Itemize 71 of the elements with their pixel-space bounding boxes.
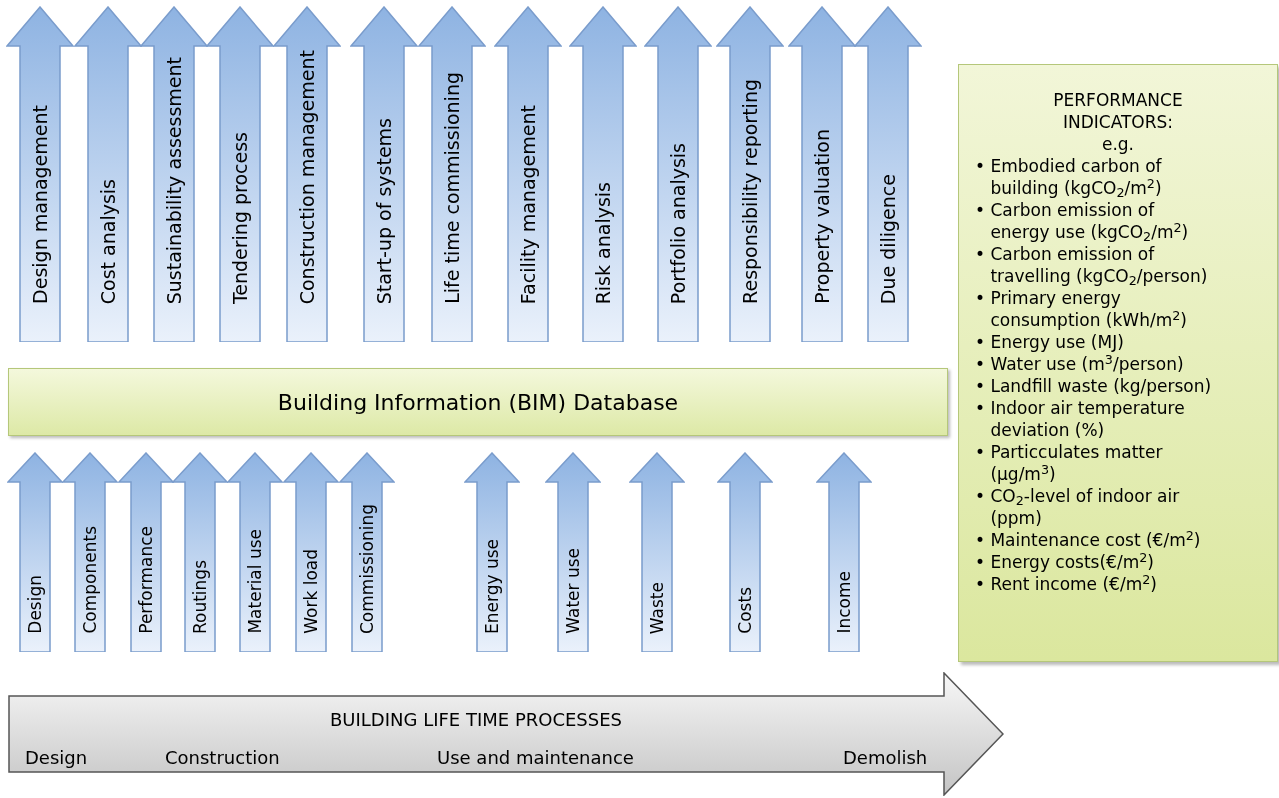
arrow-label: Income xyxy=(835,571,853,634)
arrow-label: Risk analysis xyxy=(593,181,613,304)
upward-pointer-shape xyxy=(629,452,685,652)
indicator-item: • Carbon emission of energy use (kgCO$_{2}$/m$^{2}$) xyxy=(975,199,1190,243)
arrow-label: Material use xyxy=(246,529,264,634)
arrow-label: Start-up of systems xyxy=(374,117,394,304)
upward-pointer-shape xyxy=(62,452,118,652)
arrow-label: Components xyxy=(81,526,99,634)
arrow-label: Portfolio analysis xyxy=(668,142,688,304)
indicator-item: • Maintenance cost (€/m$^{2}$) xyxy=(975,529,1202,551)
phase-label: Construction xyxy=(165,746,280,770)
upward-pointer-shape xyxy=(140,6,208,342)
arrow-label: Performance xyxy=(137,526,155,634)
arrow-label: Routings xyxy=(191,559,209,634)
arrow-label: Energy use xyxy=(483,539,501,634)
arrow-label: Sustainability assessment xyxy=(164,56,184,304)
indicator-item: • Water use (m$^{3}$/person) xyxy=(975,353,1185,375)
indicator-item: • Landfill waste (kg/person) xyxy=(975,375,1213,397)
arrow-label: Due diligence xyxy=(878,173,898,304)
upward-pointer-shape xyxy=(494,6,562,342)
indicator-item: • Carbon emission of travelling (kgCO$_{2}$/person) xyxy=(975,243,1209,287)
process-title: BUILDING LIFE TIME PROCESSES xyxy=(329,708,623,732)
upward-pointer-shape xyxy=(545,452,601,652)
upward-pointer-shape xyxy=(7,452,63,652)
arrow-label: Life time commissioning xyxy=(442,72,462,304)
indicator-item: • Primary energy consumption (kWh/m$^{2}$) xyxy=(975,287,1188,331)
indicator-item: • Energy use (MJ) xyxy=(975,331,1125,353)
upward-pointer-shape xyxy=(6,6,74,342)
arrow-label: Tendering process xyxy=(230,131,250,304)
phase-label: Use and maintenance xyxy=(437,746,634,770)
arrow-label: Waste xyxy=(648,581,666,634)
upward-pointer-shape xyxy=(418,6,486,342)
upward-pointer-shape xyxy=(283,452,339,652)
indicator-item: • Embodied carbon of building (kgCO$_{2}$/m$^{2}$) xyxy=(975,155,1163,199)
indicator-item: • CO$_{2}$-level of indoor air (ppm) xyxy=(975,485,1181,529)
upward-pointer-shape xyxy=(172,452,228,652)
upward-pointer-shape xyxy=(339,452,395,652)
arrow-label: Cost analysis xyxy=(98,178,118,304)
arrow-label: Property valuation xyxy=(812,129,832,304)
indicator-panel xyxy=(958,64,1278,662)
arrow-label: Design xyxy=(26,575,44,634)
phase-label: Demolish xyxy=(843,746,928,770)
indicator-item: • Particculates matter (µg/m$^{3}$) xyxy=(975,441,1164,485)
indicator-item: • Energy costs(€/m$^{2}$) xyxy=(975,551,1155,573)
arrow-label: Design management xyxy=(30,105,50,304)
upward-pointer-shape xyxy=(350,6,418,342)
upward-pointer-shape xyxy=(717,452,773,652)
arrow-label: Costs xyxy=(736,587,754,634)
upward-pointer-shape xyxy=(716,6,784,342)
panel-heading: PERFORMANCE INDICATORS: e.g. xyxy=(1052,89,1184,155)
upward-pointer-shape xyxy=(206,6,274,342)
upward-pointer-shape xyxy=(464,452,520,652)
arrow-label: Facility management xyxy=(518,104,538,304)
upward-pointer-shape xyxy=(118,452,174,652)
indicator-item: • Indoor air temperature deviation (%) xyxy=(975,397,1186,441)
upward-pointer-shape xyxy=(816,452,872,652)
database-bar: Building Information (BIM) Database xyxy=(8,368,948,436)
upward-pointer-shape xyxy=(569,6,637,342)
arrow-label: Construction management xyxy=(297,49,317,304)
upward-pointer-shape xyxy=(644,6,712,342)
upward-pointer-shape xyxy=(854,6,922,342)
indicator-item: • Rent income (€/m$^{2}$) xyxy=(975,573,1158,595)
upward-pointer-shape xyxy=(788,6,856,342)
phase-label: Design xyxy=(25,746,88,770)
arrow-label: Work load xyxy=(302,549,320,634)
upward-pointer-shape xyxy=(227,452,283,652)
arrow-label: Responsibility reporting xyxy=(740,79,760,304)
arrow-label: Water use xyxy=(564,548,582,634)
upward-pointer-shape xyxy=(74,6,142,342)
upward-pointer-shape xyxy=(273,6,341,342)
arrow-label: Commissioning xyxy=(358,504,376,634)
